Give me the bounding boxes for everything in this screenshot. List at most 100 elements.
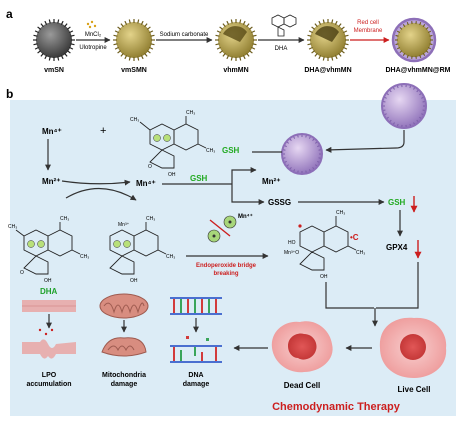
particle-spike: [121, 53, 123, 56]
mn4-top-label: Mn⁴⁺: [42, 127, 62, 136]
mn2-right-label: Mn²⁺: [262, 177, 280, 186]
particle-spike: [69, 31, 73, 33]
particle-spike: [227, 21, 229, 25]
stage-label-vmsmn: vmSMN: [121, 67, 147, 74]
particle-spike: [396, 44, 399, 45]
radical-oh: OH: [320, 274, 328, 280]
dha-left-ch3-1: CH₃: [60, 216, 69, 222]
dead-cell: [272, 321, 333, 372]
particle-spike: [61, 21, 63, 25]
step3-label: DHA: [275, 46, 288, 52]
radical-ch3-1: CH₃: [336, 210, 345, 216]
particle-spike: [45, 55, 47, 59]
lpo-label-line1: LPO: [42, 372, 57, 379]
particle-spike: [35, 47, 39, 49]
stage-labels: vmSN vmSMN vhmMN DHA@vhmMN DHA@vhmMN@RM: [44, 67, 451, 74]
particle-spike: [339, 53, 341, 56]
particle-spike: [220, 27, 223, 29]
dha-label: DHA: [40, 287, 58, 296]
stage-label-vmsn: vmSN: [44, 67, 64, 74]
particle-spike: [312, 27, 315, 29]
particle-spike: [41, 53, 43, 56]
gsh-down-label: GSH: [388, 198, 406, 207]
particle-dha-vhmmn: [307, 19, 349, 61]
particle-spike: [315, 53, 317, 56]
particle-spike: [217, 31, 221, 33]
particle-spike: [335, 55, 337, 59]
particle-spike: [251, 31, 255, 33]
complex-oh: OH: [130, 278, 138, 284]
particle-spike: [249, 51, 252, 53]
live-cell: [380, 318, 446, 378]
particle-spike: [247, 24, 249, 27]
dna-label-line1: DNA: [188, 372, 203, 379]
particle-spike: [65, 24, 67, 27]
step2-label: Sodium carbonate: [160, 32, 209, 38]
particle-spike: [430, 35, 433, 36]
particle-spike: [147, 27, 150, 29]
particle-spike: [315, 24, 317, 27]
dead-cell-label: Dead Cell: [284, 381, 320, 390]
particle-spike: [309, 47, 313, 49]
step1-top-label: MnCl₂: [85, 32, 102, 38]
gpx4-label: GPX4: [386, 243, 408, 252]
particle-spike: [249, 27, 252, 29]
panel-b-letter: b: [6, 87, 13, 101]
particle-spike: [145, 24, 147, 27]
particle-spike: [430, 44, 433, 45]
radical-ch3-2: CH₃: [356, 250, 365, 256]
particle-spike: [247, 53, 249, 56]
particle-spike: [125, 21, 127, 25]
bridge-label-line1: Endoperoxide bridge: [196, 263, 257, 269]
dha-left-ch3-2: CH₃: [80, 254, 89, 260]
particle-spike: [38, 51, 41, 53]
particle-spike: [220, 51, 223, 53]
particle-spike: [121, 24, 123, 27]
panel-a-letter: a: [6, 7, 13, 21]
particle-spike: [149, 47, 153, 49]
particle-spike: [343, 31, 347, 33]
gssg-label: GSSG: [268, 198, 291, 207]
dha-left-o: O: [20, 270, 24, 276]
dha-left-ch3-3: CH₃: [8, 224, 17, 230]
particle-spike: [223, 24, 225, 27]
lpo-label-line2: accumulation: [26, 381, 71, 388]
particle-spike: [251, 47, 255, 49]
plus-sign: +: [100, 125, 106, 137]
dha-left-oh: OH: [44, 278, 52, 284]
particle-vmsn: [33, 19, 75, 61]
dha-top-ch3-3: CH₃: [130, 117, 139, 123]
particle-spike: [141, 21, 143, 25]
dha-top-ch3-1: CH₃: [186, 110, 195, 116]
bridge-mn4-label: Mn⁴⁺: [238, 213, 253, 220]
particle-spike: [41, 24, 43, 27]
step1-bottom-label: Ulotropine: [79, 45, 107, 51]
radical-ho: HO: [288, 240, 296, 246]
mn4-mid-label: Mn⁴⁺: [136, 179, 156, 188]
particle-spike: [243, 21, 245, 25]
therapy-title: Chemodynamic Therapy: [272, 401, 401, 413]
particle-spike: [69, 47, 73, 49]
particle-spike: [319, 21, 321, 25]
particle-spike: [67, 51, 70, 53]
complex-ch3-1: CH₃: [146, 216, 155, 222]
stage-label-vhmmn: vhmMN: [223, 67, 248, 74]
dna-label-line2: damage: [183, 381, 210, 388]
particle-spike: [319, 55, 321, 59]
particle-spike: [335, 21, 337, 25]
particle-spike: [141, 55, 143, 59]
dha-top-o: O: [148, 164, 152, 170]
step4-label-line2: Membrane: [354, 28, 383, 34]
particle-spike: [67, 27, 70, 29]
particle-dha-vhmmn-rm: [393, 19, 435, 61]
particle-spike: [45, 21, 47, 25]
nanoparticle-top-right: [382, 84, 426, 128]
complex-ch3-2: CH₃: [166, 254, 175, 260]
radical-dot: [298, 224, 301, 227]
particle-spike: [38, 27, 41, 29]
complex-mn3-label: Mn³⁺: [118, 222, 130, 228]
mito-label-line1: Mitochondria: [102, 372, 146, 379]
stage-label-dha-vhmmn: DHA@vhmMN: [304, 67, 351, 74]
